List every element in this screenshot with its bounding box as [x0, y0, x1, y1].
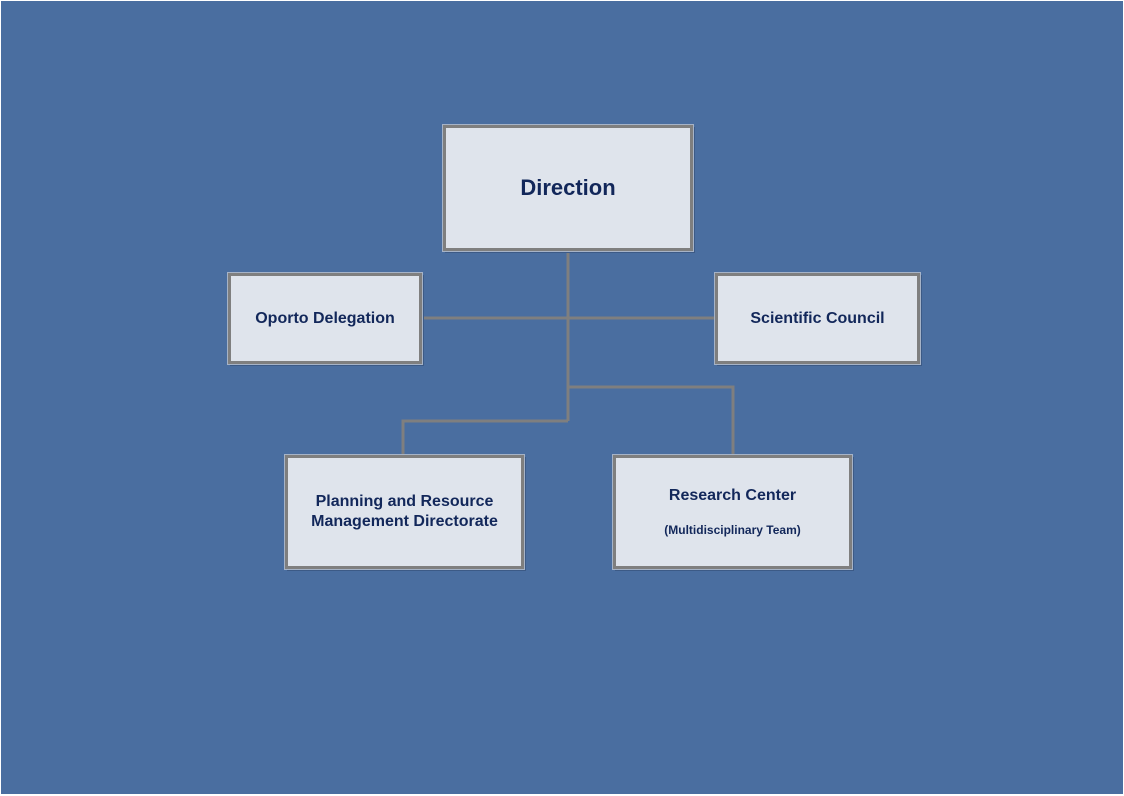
node-research-center: Research Center (Multidisciplinary Team) [613, 455, 852, 569]
node-research-center-label: Research Center [668, 487, 797, 504]
node-oporto-delegation: Oporto Delegation [228, 273, 422, 364]
node-planning-directorate-label: Planning and Resource Management Directo… [311, 493, 498, 530]
connector-to-planning-directorate [401, 419, 568, 455]
node-scientific-council-label: Scientific Council [750, 309, 885, 327]
node-scientific-council: Scientific Council [715, 273, 920, 364]
node-direction: Direction [443, 125, 693, 251]
node-planning-directorate: Planning and Resource Management Directo… [285, 455, 524, 569]
node-direction-label: Direction [520, 175, 616, 200]
connector-to-research-center [568, 385, 735, 455]
node-research-center-subtitle: (Multidisciplinary Team) [664, 523, 801, 537]
node-oporto-delegation-label: Oporto Delegation [255, 309, 395, 327]
